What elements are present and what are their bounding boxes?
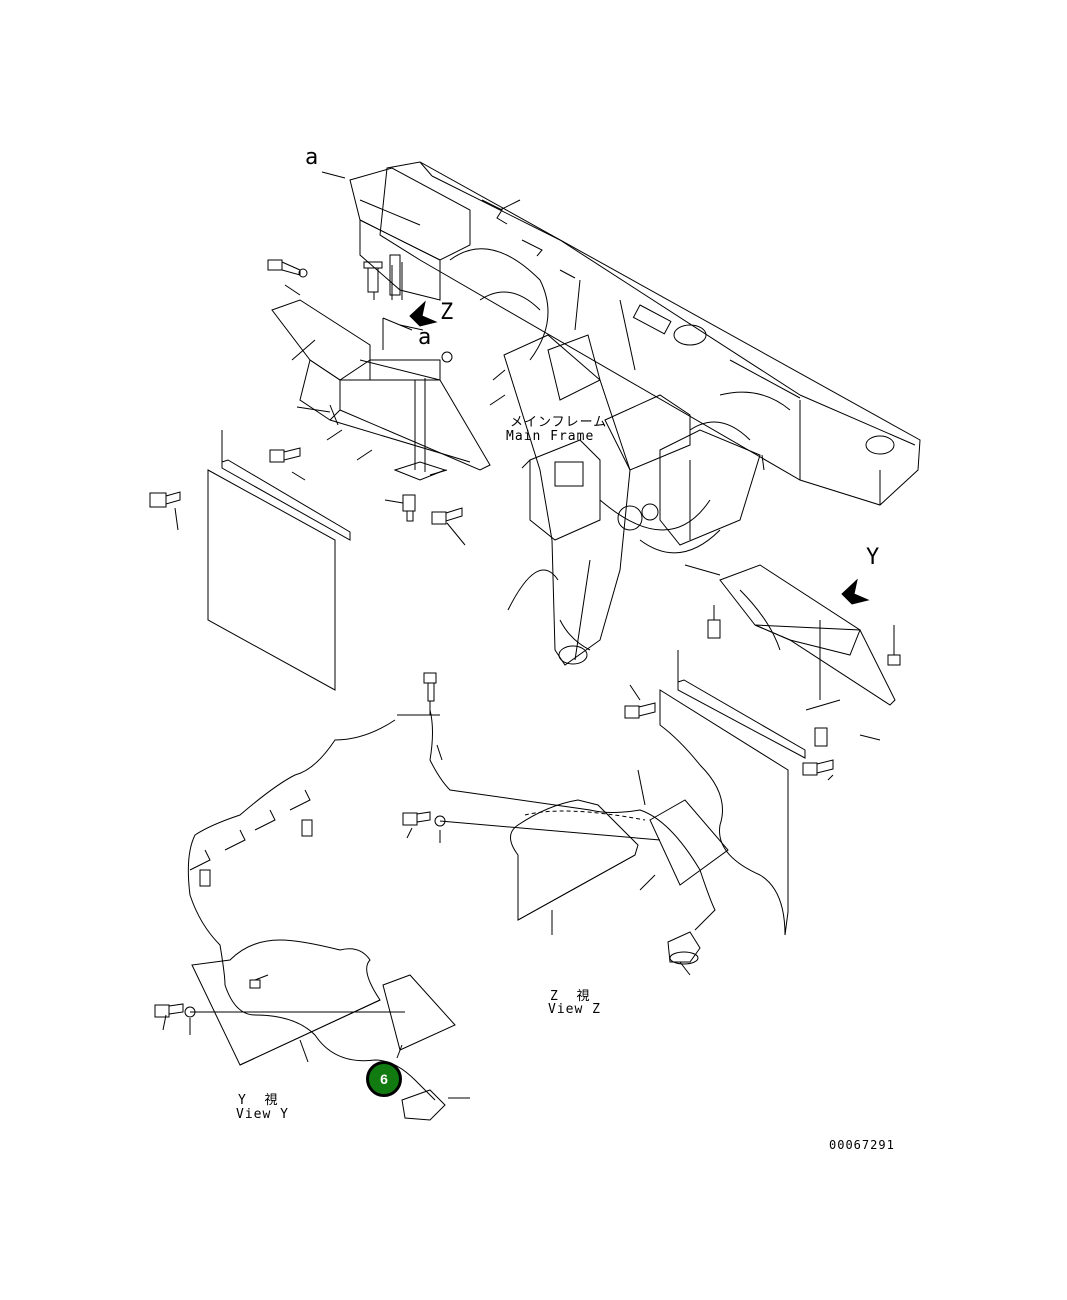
ref-label-y: Y [866, 545, 881, 570]
view-z-label-en: View Z [548, 1002, 601, 1017]
part-callout-6[interactable]: 6 [366, 1061, 402, 1097]
bolt-1 [268, 260, 307, 277]
view-y-label-en: View Y [236, 1107, 289, 1122]
bolt-7 [625, 703, 655, 718]
bolt-6 [708, 605, 720, 638]
ref-label-a-mid: a [418, 325, 433, 350]
left-mud-flap [208, 430, 350, 690]
view-y-label-jp: Y 視 [238, 1093, 279, 1108]
main-frame-label-jp: メインフレーム [510, 415, 608, 430]
right-fender-bracket [720, 565, 900, 710]
bolt-5 [432, 508, 462, 524]
view-z-drawing [397, 673, 728, 975]
arrow-y [842, 580, 868, 604]
left-fender-bracket [272, 300, 490, 480]
main-frame-drawing [350, 162, 920, 665]
bolt-8 [815, 728, 827, 746]
arrow-z [410, 302, 436, 326]
ref-label-z: Z [440, 300, 455, 325]
view-z-label-jp: Z 視 [550, 989, 591, 1004]
ref-label-a-top: a [305, 145, 320, 170]
bolt-3 [150, 492, 180, 507]
view-y-drawing [155, 720, 470, 1120]
bolt-2 [270, 448, 300, 462]
right-mud-flap [660, 650, 805, 935]
bolt-9 [803, 760, 833, 775]
drawing-number: 00067291 [829, 1138, 895, 1152]
bolt-4 [403, 495, 415, 521]
leader-lines-upper [175, 172, 880, 780]
main-frame-label-en: Main Frame [506, 429, 595, 444]
